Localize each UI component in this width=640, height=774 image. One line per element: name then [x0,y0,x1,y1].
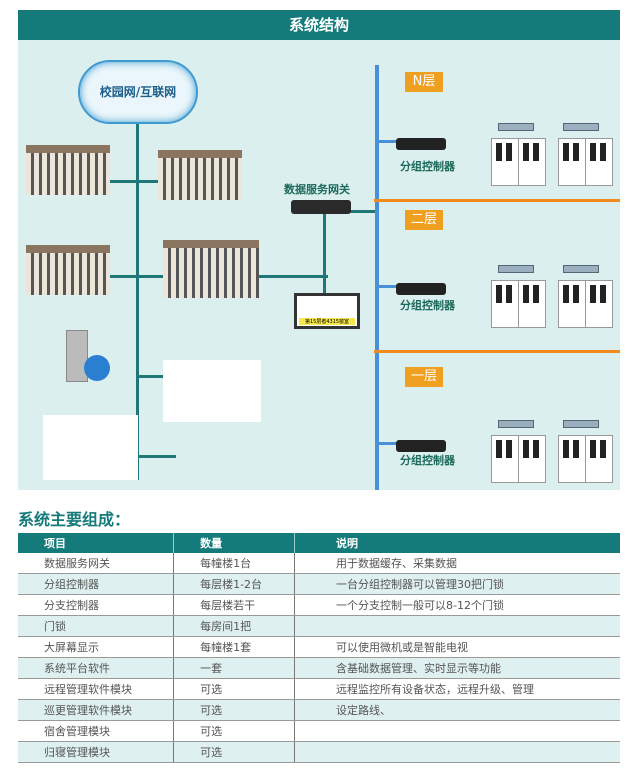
building-icon [26,145,110,195]
branch-controller-icon [563,123,599,131]
gateway-label: 数据服务网关 [284,183,350,196]
branch-controller-icon [498,123,534,131]
floor-label-2: 二层 [405,210,443,230]
table-cell: 每幢楼1套 [173,636,295,658]
table-cell: 每层楼1-2台 [173,573,295,595]
floor-divider [374,199,620,202]
table-cell: 一套 [173,657,295,679]
table-cell: 宿舍管理模块 [18,720,175,742]
connector-line [323,210,326,275]
column-header: 数量 [173,533,295,553]
table-cell: 可选 [173,720,295,742]
table-cell: 可选 [173,699,295,721]
table-row: 分组控制器每层楼1-2台一台分组控制器可以管理30把门锁 [18,573,620,595]
table-cell: 归寝管理模块 [18,741,175,763]
table-cell [294,741,620,763]
table-cell: 系统平台软件 [18,657,175,679]
controller-label: 分组控制器 [400,299,455,312]
components-heading: 系统主要组成： [18,510,131,529]
branch-controller-icon [498,420,534,428]
table-cell: 可选 [173,741,295,763]
table-cell: 巡更管理软件模块 [18,699,175,721]
system-structure-diagram: 系统结构 校园网/互联网 数据服务网关 第15层者4315窗室 N层 二层 一层… [18,10,620,490]
network-trunk-line [136,110,139,480]
building-icon [163,240,259,298]
table-row: 门锁每房间1把 [18,615,620,637]
connector-line [136,375,176,378]
door-lock-icon [491,435,519,483]
table-row: 大屏幕显示每幢楼1套可以使用微机或是智能电视 [18,636,620,658]
group-controller-icon [396,440,446,452]
column-header: 说明 [294,533,620,553]
globe-icon [84,355,110,381]
table-cell: 远程监控所有设备状态，远程升级、管理 [294,678,620,700]
cloud-label: 校园网/互联网 [99,85,177,99]
table-cell: 设定路线、 [294,699,620,721]
door-lock-icon [585,435,613,483]
table-cell: 用于数据缓存、采集数据 [294,553,620,574]
door-lock-icon [491,280,519,328]
door-lock-icon [585,280,613,328]
floor-bus-line [375,65,379,490]
table-cell: 分支控制器 [18,594,175,616]
door-lock-icon [518,435,546,483]
connector-line [323,275,326,295]
operator-photo [163,360,261,422]
branch-controller-icon [498,265,534,273]
controller-label: 分组控制器 [400,454,455,467]
door-lock-icon [558,280,586,328]
table-cell: 大屏幕显示 [18,636,175,658]
group-controller-icon [396,283,446,295]
diagram-title: 系统结构 [18,10,620,40]
floor-label-1: 一层 [405,367,443,387]
table-cell: 远程管理软件模块 [18,678,175,700]
connector-line [338,210,378,213]
connector-line [136,455,176,458]
floor-divider [374,350,620,353]
building-icon [26,245,110,295]
table-cell: 数据服务网关 [18,553,175,574]
connector-line [88,180,206,183]
table-cell: 含基础数据管理、实时显示等功能 [294,657,620,679]
group-controller-icon [396,138,446,150]
column-header: 项目 [18,533,175,553]
cloud-icon: 校园网/互联网 [78,60,198,124]
table-cell [294,720,620,742]
door-lock-icon [585,138,613,186]
controller-label: 分组控制器 [400,160,455,173]
table-cell: 分组控制器 [18,573,175,595]
display-screen-icon: 第15层者4315窗室 [294,293,360,329]
table-cell: 可以使用微机或是智能电视 [294,636,620,658]
table-cell: 每幢楼1台 [173,553,295,574]
components-table: 项目 数量 说明 数据服务网关每幢楼1台用于数据缓存、采集数据分组控制器每层楼1… [18,533,620,763]
branch-controller-icon [563,265,599,273]
table-cell: 可选 [173,678,295,700]
door-lock-icon [491,138,519,186]
door-lock-icon [558,435,586,483]
building-icon [158,150,242,200]
table-row: 系统平台软件一套含基础数据管理、实时显示等功能 [18,657,620,679]
table-row: 宿舍管理模块可选 [18,720,620,742]
gateway-device-icon [291,200,351,214]
screen-text: 第15层者4315窗室 [299,318,355,325]
table-cell: 一台分组控制器可以管理30把门锁 [294,573,620,595]
door-lock-icon [518,280,546,328]
door-lock-icon [518,138,546,186]
table-row: 巡更管理软件模块可选设定路线、 [18,699,620,721]
table-cell: 门锁 [18,615,175,637]
table-row: 数据服务网关每幢楼1台用于数据缓存、采集数据 [18,553,620,574]
table-cell [294,615,620,637]
table-cell: 每房间1把 [173,615,295,637]
table-row: 归寝管理模块可选 [18,741,620,763]
table-cell: 一个分支控制一般可以8-12个门锁 [294,594,620,616]
table-row: 远程管理软件模块可选远程监控所有设备状态，远程升级、管理 [18,678,620,700]
table-cell: 每层楼若干 [173,594,295,616]
table-row: 分支控制器每层楼若干一个分支控制一般可以8-12个门锁 [18,594,620,616]
meeting-photo [43,415,138,480]
door-lock-icon [558,138,586,186]
server-icon [66,330,88,382]
branch-controller-icon [563,420,599,428]
floor-label-n: N层 [405,72,443,92]
